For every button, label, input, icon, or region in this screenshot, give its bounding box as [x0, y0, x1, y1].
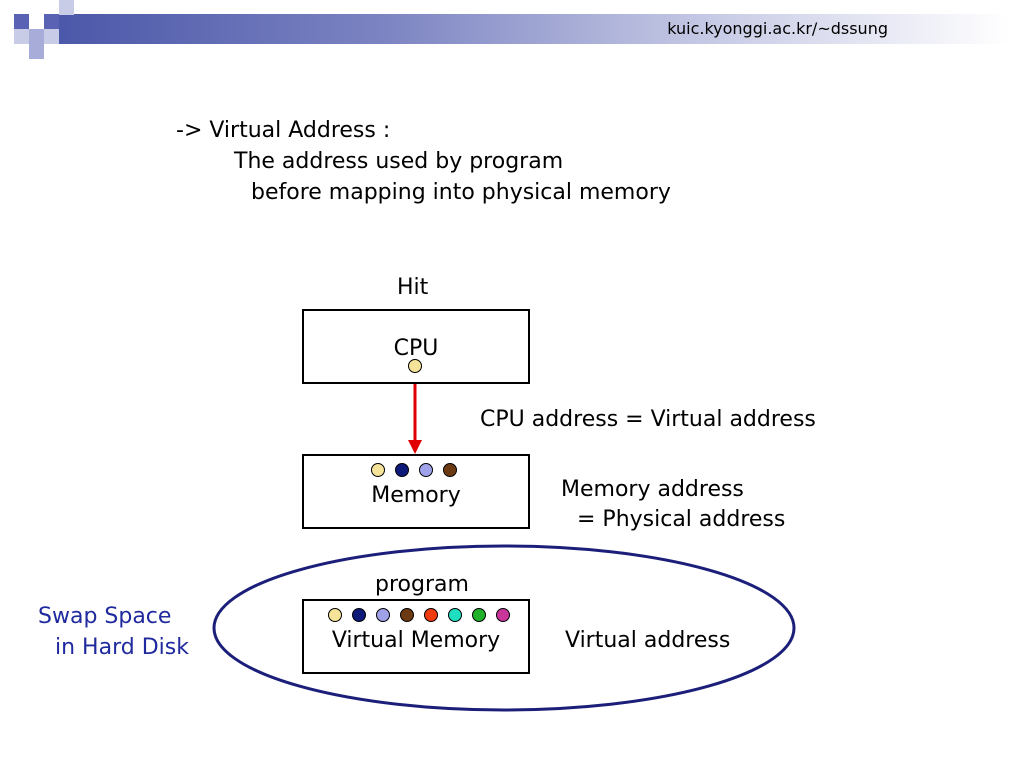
virtual-address-note: Virtual address: [565, 628, 731, 653]
decor-square: [59, 0, 74, 15]
hit-label: Hit: [397, 275, 429, 300]
virtual-memory-dot: [376, 608, 390, 622]
cpu-address-dot: [408, 359, 422, 373]
memory-dot: [419, 463, 433, 477]
swap-space-label-line-1: Swap Space: [38, 604, 172, 629]
swap-space-label-line-2: in Hard Disk: [55, 635, 189, 660]
decor-square: [29, 44, 44, 59]
virtual-memory-dot: [472, 608, 486, 622]
cpu-box: CPU: [302, 309, 530, 384]
virtual-memory-dot: [448, 608, 462, 622]
program-label: program: [375, 572, 469, 597]
decor-square: [29, 14, 44, 29]
decor-square: [29, 29, 44, 44]
decor-square: [14, 14, 29, 29]
decor-square: [44, 29, 59, 44]
memory-dot: [395, 463, 409, 477]
virtual-memory-dot: [424, 608, 438, 622]
virtual-memory-dot: [496, 608, 510, 622]
virtual-memory-label: Virtual Memory: [331, 628, 501, 653]
header-band: [48, 14, 1010, 44]
memory-label: Memory: [371, 483, 461, 508]
cpu-address-note: CPU address = Virtual address: [480, 407, 816, 432]
memory-box: Memory: [302, 454, 530, 529]
virtual-memory-dot: [352, 608, 366, 622]
hit-arrow-head: [408, 440, 422, 454]
decor-square: [44, 14, 59, 29]
memory-dot: [371, 463, 385, 477]
memory-dot: [443, 463, 457, 477]
definition-line-2: The address used by program: [234, 149, 564, 174]
decor-square: [14, 29, 29, 44]
swap-space-ellipse: [212, 544, 796, 712]
virtual-memory-dot: [328, 608, 342, 622]
definition-title: -> Virtual Address :: [176, 118, 391, 143]
definition-line-3: before mapping into physical memory: [251, 180, 671, 205]
cpu-label: CPU: [393, 336, 439, 361]
header-url: kuic.kyonggi.ac.kr/~dssung: [667, 19, 888, 38]
virtual-memory-dot: [400, 608, 414, 622]
memory-address-note-line-2: = Physical address: [577, 507, 786, 532]
memory-address-note-line-1: Memory address: [561, 477, 744, 502]
